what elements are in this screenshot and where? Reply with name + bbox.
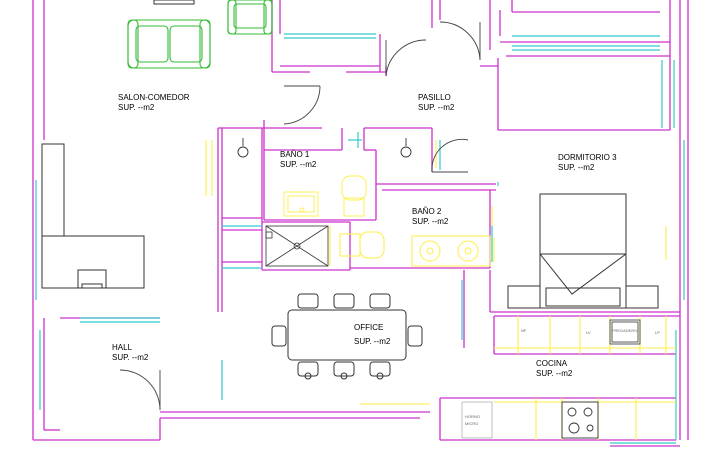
room-pasillo-area: SUP. --m2 — [418, 103, 455, 112]
label-nf: NF — [521, 328, 527, 333]
room-bano2-area: SUP. --m2 — [412, 217, 449, 226]
walls — [32, 0, 689, 447]
room-bano2-name: BAÑO 2 — [412, 207, 442, 216]
cooktop — [561, 401, 599, 439]
bed — [507, 193, 659, 309]
label-lv: LV — [586, 330, 591, 335]
room-office-name: OFFICE — [354, 323, 383, 332]
label-fregadero: FREGADERO — [612, 328, 637, 333]
room-salon-name: SALON-COMEDOR — [118, 93, 190, 102]
shower — [265, 225, 329, 267]
room-bano1-area: SUP. --m2 — [280, 160, 317, 169]
sofa-main — [127, 19, 211, 69]
door-hall — [119, 369, 161, 411]
label-lp: LP — [655, 330, 660, 335]
room-hall-name: HALL — [112, 343, 133, 352]
label-micro: MICRO — [465, 421, 478, 426]
room-dormitorio3-name: DORMITORIO 3 — [558, 153, 617, 162]
corner-sofa — [41, 143, 145, 289]
door-pasillo-left — [385, 39, 427, 77]
door-bano1 — [431, 138, 469, 173]
room-hall-area: SUP. --m2 — [112, 353, 149, 362]
room-salon-area: SUP. --m2 — [118, 103, 155, 112]
room-pasillo-name: PASILLO — [418, 93, 451, 102]
armchair — [227, 0, 273, 35]
oven-micro — [461, 401, 493, 439]
doors — [119, 21, 481, 411]
door-pasillo-right — [439, 21, 481, 61]
room-cocina-area: SUP. --m2 — [536, 369, 573, 378]
dining-table — [271, 293, 423, 380]
room-office-area: SUP. --m2 — [354, 337, 391, 346]
door-salon — [283, 85, 321, 125]
bano2-fixtures — [339, 231, 491, 267]
tv-console — [153, 0, 195, 5]
room-dormitorio3-area: SUP. --m2 — [558, 163, 595, 172]
bano1-fixtures — [237, 138, 412, 217]
label-horno: HORNO — [465, 414, 480, 419]
room-bano1-name: BAÑO 1 — [280, 150, 310, 159]
room-cocina-name: COCINA — [536, 359, 568, 368]
kitchen-counters — [609, 319, 641, 345]
